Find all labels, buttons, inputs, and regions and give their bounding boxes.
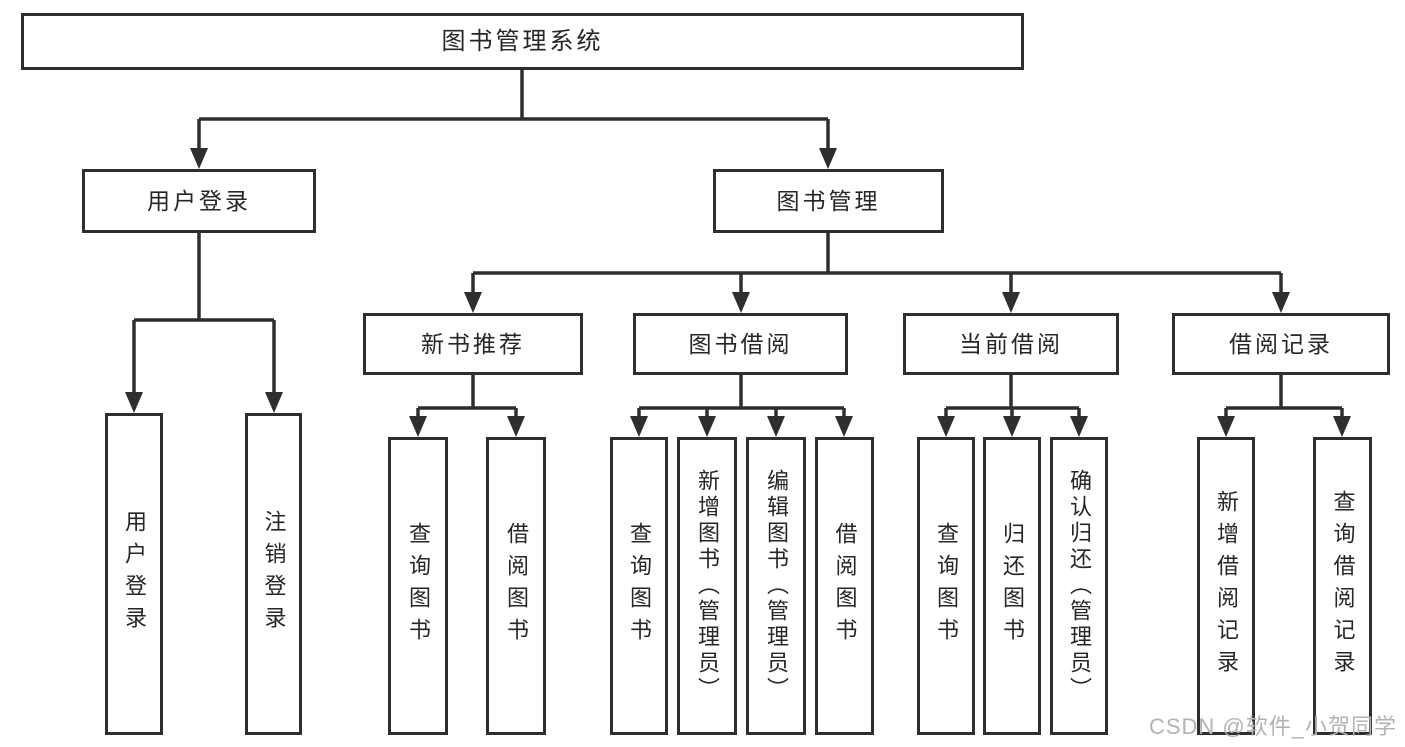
node-label: 图书借阅	[688, 330, 793, 357]
arrowhead-icon	[1217, 416, 1235, 437]
connector-new-book-to-children	[416, 375, 518, 418]
arrowhead-icon	[1002, 292, 1020, 313]
arrowhead-icon	[835, 416, 853, 437]
connector-current-borrow-to-children	[944, 375, 1081, 418]
node-borrow-books: 借阅图书	[815, 437, 874, 735]
node-current-borrow: 当前借阅	[903, 313, 1119, 375]
arrowhead-icon	[732, 292, 750, 313]
arrowhead-icon	[265, 392, 283, 413]
node-label: 用户登录	[122, 510, 147, 638]
node-book-management: 图书管理	[713, 169, 944, 233]
connector-root-to-level2	[197, 70, 830, 150]
arrowhead-icon	[464, 292, 482, 313]
node-library-system: 图书管理系统	[21, 13, 1024, 70]
node-label: 确认归还（管理员）	[1067, 469, 1092, 703]
arrowhead-icon	[409, 416, 427, 437]
node-book-borrow: 图书借阅	[633, 313, 848, 375]
node-label: 查询图书	[934, 522, 959, 650]
node-label: 用户登录	[147, 187, 251, 214]
arrowhead-icon	[1272, 292, 1290, 313]
node-return-book: 归还图书	[983, 437, 1041, 735]
arrowhead-icon	[1003, 416, 1021, 437]
node-borrow-books: 借阅图书	[486, 437, 546, 735]
node-query-borrow-record: 查询借阅记录	[1313, 437, 1372, 735]
node-label: 归还图书	[1000, 522, 1025, 650]
arrowhead-icon	[819, 148, 837, 169]
node-logout-action: 注销登录	[245, 413, 302, 735]
connector-book-mgmt-to-level3	[471, 233, 1283, 294]
node-label: 注销登录	[261, 510, 287, 638]
node-label: 新增借阅记录	[1214, 490, 1239, 682]
arrowheads	[125, 148, 1351, 437]
node-label: 图书管理系统	[441, 27, 604, 55]
node-label: 图书管理	[776, 187, 881, 214]
node-user-login: 用户登录	[82, 169, 316, 233]
node-label: 查询图书	[627, 522, 652, 650]
node-label: 查询图书	[406, 522, 431, 650]
node-label: 编辑图书（管理员）	[764, 469, 789, 703]
arrowhead-icon	[1070, 416, 1088, 437]
node-edit-book-admin: 编辑图书（管理员）	[746, 437, 806, 735]
arrowhead-icon	[1333, 416, 1351, 437]
node-add-borrow-record: 新增借阅记录	[1197, 437, 1255, 735]
connector-borrow-record-to-children	[1224, 375, 1344, 418]
node-label: 借阅记录	[1229, 330, 1333, 357]
arrowhead-icon	[507, 416, 525, 437]
arrowhead-icon	[190, 148, 208, 169]
node-label: 新书推荐	[421, 330, 525, 357]
arrowhead-icon	[767, 416, 785, 437]
connector-book-borrow-to-children	[637, 375, 846, 418]
node-user-login-action: 用户登录	[105, 413, 163, 735]
node-query-books: 查询图书	[917, 437, 975, 735]
csdn-watermark: CSDN @软件_小贺同学	[1148, 714, 1397, 739]
node-label: 借阅图书	[832, 522, 858, 650]
node-label: 借阅图书	[504, 522, 529, 650]
node-label: 查询借阅记录	[1330, 490, 1356, 682]
node-new-book-recommend: 新书推荐	[363, 313, 583, 375]
node-query-books: 查询图书	[610, 437, 668, 735]
node-query-books: 查询图书	[388, 437, 448, 735]
arrowhead-icon	[937, 416, 955, 437]
node-borrow-records: 借阅记录	[1172, 313, 1390, 375]
node-confirm-return-admin: 确认归还（管理员）	[1050, 437, 1108, 735]
node-add-book-admin: 新增图书（管理员）	[677, 437, 737, 735]
arrowhead-icon	[125, 392, 143, 413]
arrowhead-icon	[630, 416, 648, 437]
node-label: 当前借阅	[959, 330, 1063, 357]
arrowhead-icon	[698, 416, 716, 437]
connector-user-login-to-children	[132, 233, 276, 394]
node-label: 新增图书（管理员）	[695, 469, 720, 703]
